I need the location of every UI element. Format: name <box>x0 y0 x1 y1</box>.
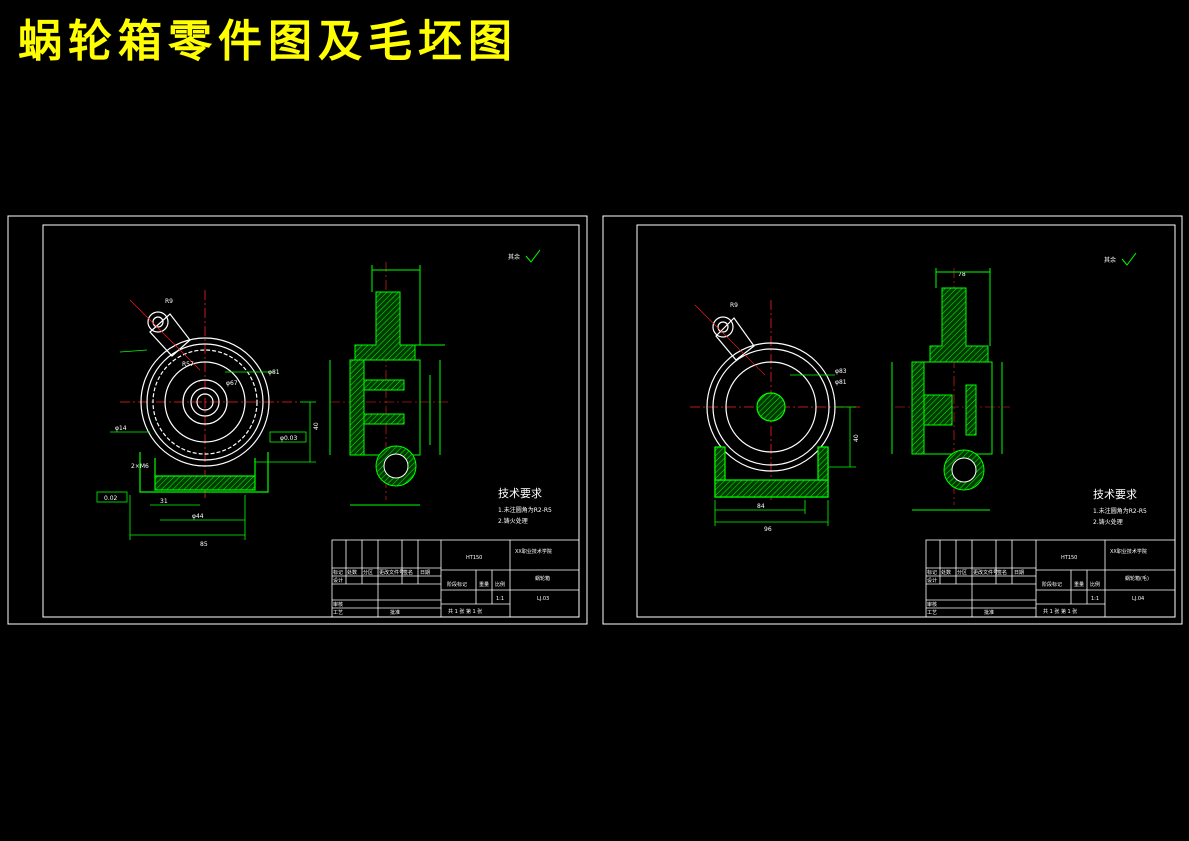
left-tech-item-2: 2.铸火处理 <box>498 517 528 525</box>
right-tb-scale: 1:1 <box>1091 596 1099 602</box>
dim-phi81-left: φ81 <box>268 369 280 376</box>
dim-r9-right: R9 <box>730 302 738 309</box>
page-title: 蜗轮箱零件图及毛坯图 <box>18 16 518 67</box>
left-tb-scale: 1:1 <box>496 596 504 602</box>
dim-phi67-left: φ67 <box>226 380 238 387</box>
right-inner-frame <box>636 224 1176 618</box>
right-tech-title: 技术要求 <box>1093 488 1137 501</box>
left-tb-label-process: 工艺 <box>333 610 343 616</box>
dim-phi44-left: φ44 <box>192 513 204 520</box>
right-tb-label-count: 处数 <box>941 569 951 576</box>
dim-phi003-left: φ0.03 <box>280 435 298 442</box>
left-tb-label-review: 审核 <box>333 601 343 608</box>
left-front-view <box>120 290 300 500</box>
left-tb-label-weight: 重量 <box>479 581 489 588</box>
left-tb-label-stage: 阶段标记 <box>447 581 467 588</box>
dim-31-left: 31 <box>160 498 168 505</box>
dim-40-left: 40 <box>313 422 320 430</box>
dim-phi83-right: φ83 <box>835 368 847 375</box>
left-tech-item-1: 1.未注圆角为R2-R5 <box>498 506 552 514</box>
right-tb-label-process: 工艺 <box>927 610 937 616</box>
dim-78-right: 78 <box>958 271 966 278</box>
left-tb-label-sign: 签名 <box>403 569 413 576</box>
right-tech-item-2: 2.铸火处理 <box>1093 518 1123 526</box>
left-tb-label-change: 更改文件号 <box>379 569 404 576</box>
right-tb-label-zone: 分区 <box>957 569 967 576</box>
left-roughness-note: 其余 <box>508 253 520 261</box>
right-tech-item-1: 1.未注圆角为R2-R5 <box>1093 507 1147 515</box>
dim-r9-left: R9 <box>165 298 173 305</box>
left-inner-frame <box>42 224 580 618</box>
right-front-view <box>690 300 860 500</box>
right-titleblock <box>925 539 1176 618</box>
left-tb-label-design: 设计 <box>333 577 343 584</box>
left-tb-part-name: 蜗轮箱 <box>535 575 550 582</box>
left-tb-material: HT150 <box>466 555 482 561</box>
right-sheet: φ83 φ81 R9 40 84 96 78 其余 技术 <box>602 215 1183 625</box>
dim-96-right: 96 <box>764 526 772 533</box>
left-tb-sheet-info: 共 1 张 第 1 张 <box>448 608 482 615</box>
left-tb-label-approve: 批准 <box>390 609 400 616</box>
left-roughness-symbol <box>525 249 541 263</box>
left-titleblock-texts: HT150 XX职业技术学院 蜗轮箱 LJ.03 1:1 共 1 张 第 1 张… <box>333 548 552 616</box>
right-tb-label-scale: 比例 <box>1090 581 1100 588</box>
right-tb-sheet-info: 共 1 张 第 1 张 <box>1043 608 1077 615</box>
left-front-dimensions <box>96 349 316 540</box>
dim-r57-left: R57 <box>182 361 194 368</box>
right-tb-drawing-no: LJ.04 <box>1132 596 1144 602</box>
right-front-dim-texts: φ83 φ81 R9 40 84 96 78 <box>730 271 966 533</box>
dim-84-right: 84 <box>757 503 765 510</box>
right-tb-material: HT150 <box>1061 555 1077 561</box>
left-tb-label-scale: 比例 <box>495 581 505 588</box>
right-roughness-symbol <box>1121 252 1137 266</box>
left-side-view <box>329 262 450 506</box>
left-tb-school: XX职业技术学院 <box>515 548 552 555</box>
left-outer-frame <box>7 215 588 625</box>
right-tb-part-name: 蜗轮箱(毛) <box>1125 575 1149 582</box>
left-sheet: φ81 φ67 R9 R57 φ44 31 85 40 φ14 2×M6 φ0.… <box>7 215 588 625</box>
dim-002-left: 0.02 <box>104 495 118 502</box>
right-tb-label-approve: 批准 <box>984 609 994 616</box>
left-tb-label-zone: 分区 <box>363 569 373 576</box>
dim-2m6-left: 2×M6 <box>131 463 149 470</box>
right-roughness-note: 其余 <box>1104 256 1116 264</box>
right-outer-frame <box>602 215 1183 625</box>
left-front-dim-texts: φ81 φ67 R9 R57 φ44 31 85 40 φ14 2×M6 φ0.… <box>104 298 320 548</box>
left-tb-label-date: 日期 <box>420 570 430 576</box>
left-tb-label-mark: 标记 <box>333 569 343 576</box>
right-tb-label-design: 设计 <box>927 577 937 584</box>
right-tb-label-sign: 签名 <box>997 569 1007 576</box>
right-titleblock-texts: HT150 XX职业技术学院 蜗轮箱(毛) LJ.04 1:1 共 1 张 第 … <box>927 548 1149 616</box>
right-tb-label-change: 更改文件号 <box>973 569 998 576</box>
left-tb-drawing-no: LJ.03 <box>537 596 549 602</box>
right-front-dimensions <box>714 374 856 526</box>
dim-phi81-right: φ81 <box>835 379 847 386</box>
left-titleblock <box>331 539 580 618</box>
right-tb-label-stage: 阶段标记 <box>1042 581 1062 588</box>
left-tech-title: 技术要求 <box>498 487 542 500</box>
right-tb-label-date: 日期 <box>1014 570 1024 576</box>
right-tb-label-weight: 重量 <box>1074 581 1084 588</box>
right-side-view <box>891 268 1010 511</box>
right-tb-label-mark: 标记 <box>927 569 937 576</box>
left-tb-label-count: 处数 <box>347 569 357 576</box>
right-tb-label-review: 审核 <box>927 601 937 608</box>
right-tb-school: XX职业技术学院 <box>1110 548 1147 555</box>
dim-85-left: 85 <box>200 541 208 548</box>
dim-40-right: 40 <box>853 434 860 442</box>
dim-phi14-left: φ14 <box>115 425 127 432</box>
